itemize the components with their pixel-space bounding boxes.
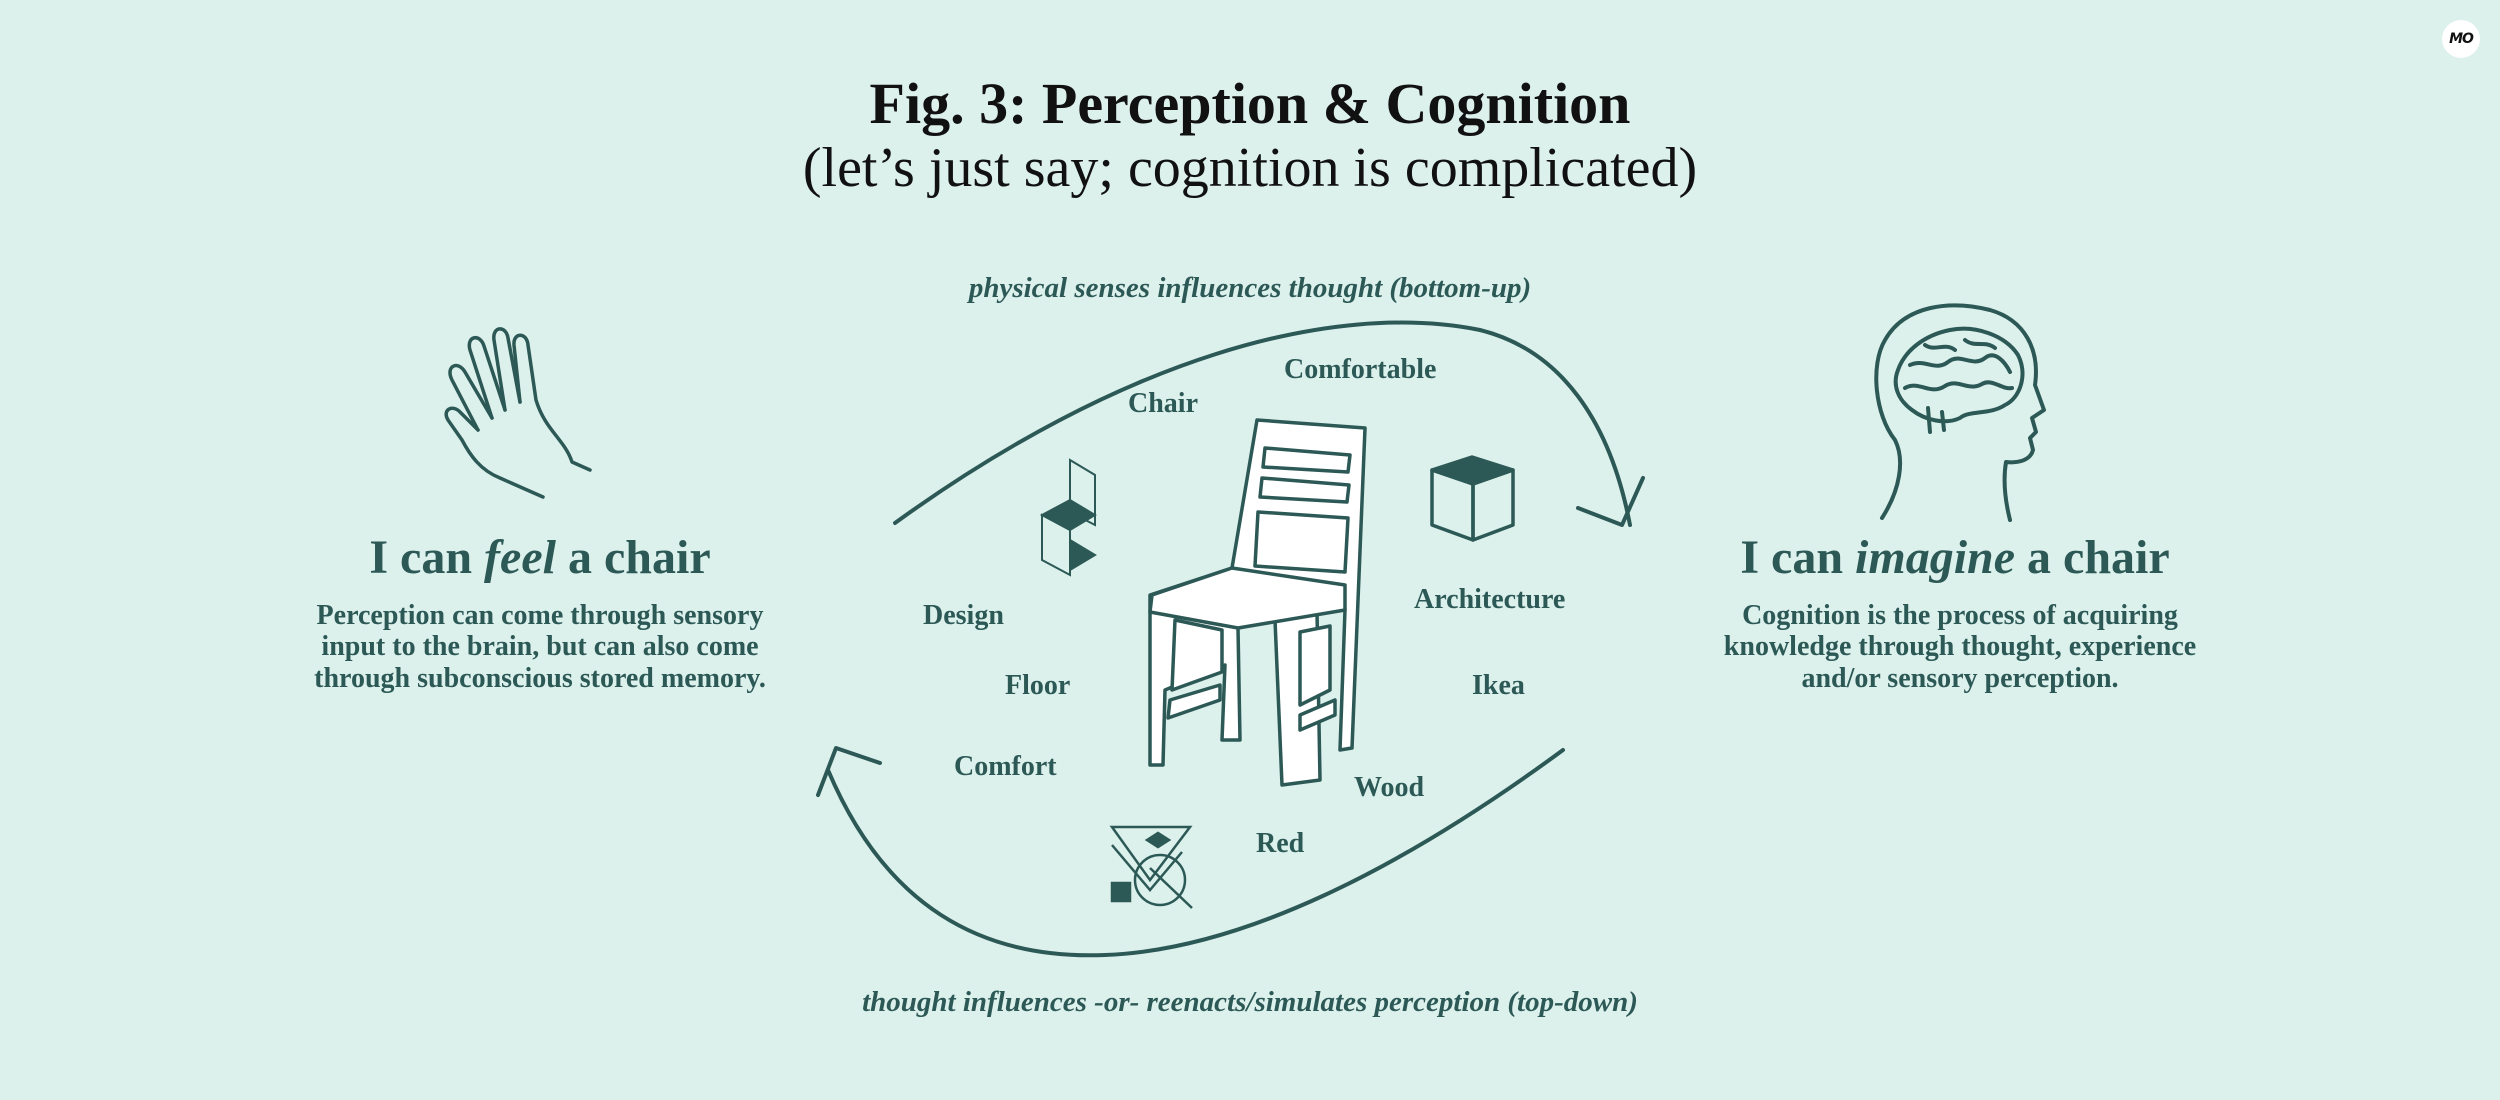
head-brain-icon xyxy=(1874,303,2046,522)
right-heading-emphasis: imagine xyxy=(1855,531,2016,584)
right-heading-suffix: a chair xyxy=(2027,531,2170,584)
hand-icon xyxy=(444,327,592,499)
figure-title: Fig. 3: Perception & Cognition xyxy=(869,71,1631,136)
bottom-up-caption: physical senses influences thought (bott… xyxy=(968,272,1532,304)
logo-badge: MO xyxy=(2442,20,2480,58)
left-heading: I can feel a chair xyxy=(290,530,790,585)
word-chair: Chair xyxy=(1128,388,1198,419)
word-floor: Floor xyxy=(1005,670,1071,701)
top-down-arrowhead xyxy=(816,746,882,797)
word-comfort: Comfort xyxy=(954,751,1057,782)
bottom-up-arrowhead xyxy=(1576,476,1645,527)
left-heading-emphasis: feel xyxy=(484,531,556,584)
abstract-shape-icon xyxy=(1039,458,1097,577)
right-heading: I can imagine a chair xyxy=(1700,530,2210,585)
left-description: Perception can come through sensory inpu… xyxy=(314,600,766,694)
word-comfortable: Comfortable xyxy=(1284,354,1437,385)
word-wood: Wood xyxy=(1354,772,1425,803)
word-design: Design xyxy=(923,600,1004,631)
right-description: Cognition is the process of acquiring kn… xyxy=(1723,600,2197,694)
right-heading-prefix: I can xyxy=(1740,531,1844,584)
top-down-caption: thought influences -or- reenacts/simulat… xyxy=(862,986,1638,1018)
cube-icon xyxy=(1430,455,1515,542)
left-heading-prefix: I can xyxy=(369,531,473,584)
top-down-arrow xyxy=(826,748,1565,958)
left-heading-suffix: a chair xyxy=(567,531,711,584)
word-red: Red xyxy=(1256,828,1305,859)
chair-illustration xyxy=(1148,418,1367,787)
figure-subtitle: (let’s just say; cognition is complicate… xyxy=(802,137,1698,199)
word-ikea: Ikea xyxy=(1472,670,1525,701)
geometric-symbol-icon xyxy=(1109,825,1193,909)
bottom-up-arrow xyxy=(893,320,1632,527)
word-architecture: Architecture xyxy=(1414,584,1566,615)
